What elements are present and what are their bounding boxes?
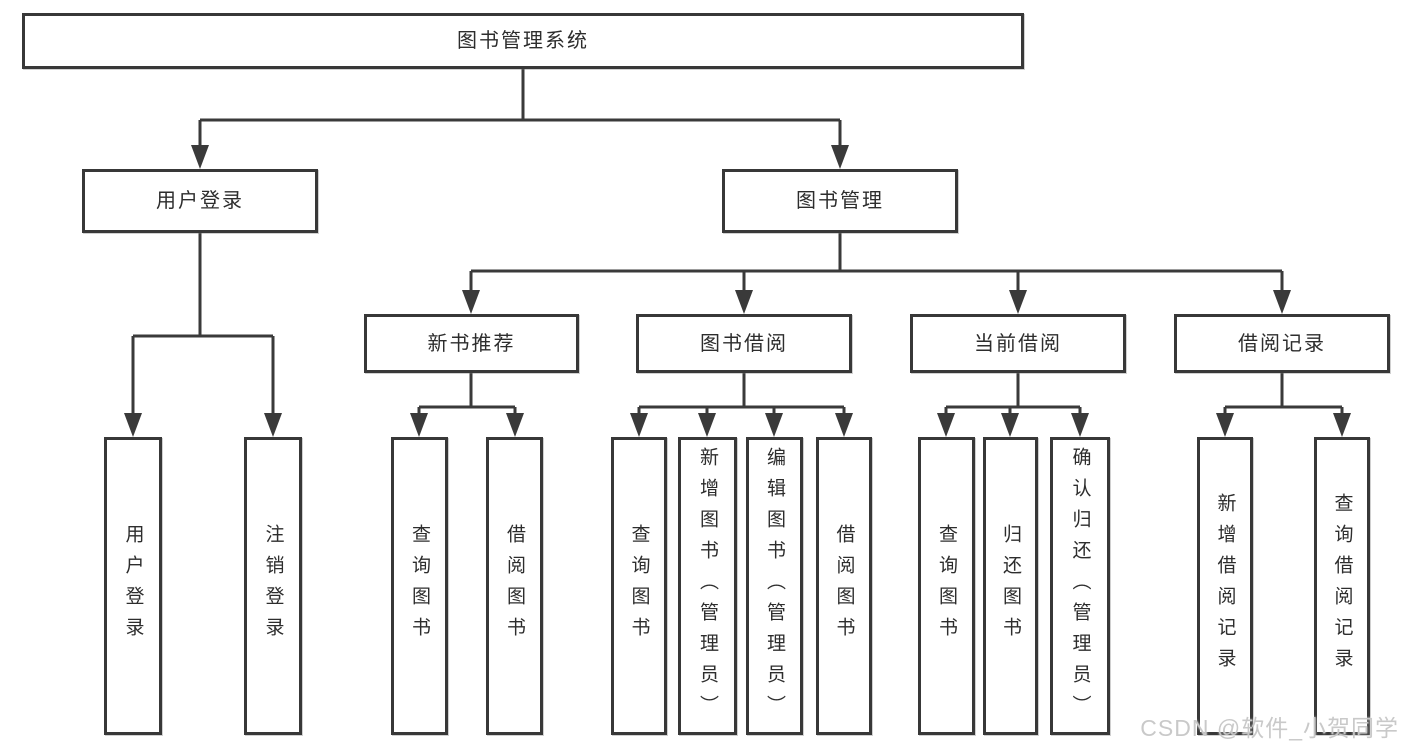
node-current-borrow-label: 当前借阅 (974, 332, 1062, 355)
leaf-borrow-books-1-label: 借阅图书 (504, 524, 525, 648)
leaf-confirm-return-admin: 确认归还（管理员） (1050, 437, 1110, 735)
node-borrow-records: 借阅记录 (1174, 314, 1390, 373)
node-book-mgmt: 图书管理 (722, 169, 958, 233)
leaf-borrow-books-2-label: 借阅图书 (833, 524, 855, 648)
leaf-edit-book-admin: 编辑图书（管理员） (746, 437, 803, 735)
connectors-current-borrow (937, 373, 1089, 437)
node-new-book-recommend: 新书推荐 (364, 314, 579, 373)
leaf-query-books-1: 查询图书 (391, 437, 448, 735)
leaf-edit-book-admin-label: 编辑图书（管理员） (764, 446, 785, 726)
leaf-logout-label: 注销登录 (262, 524, 284, 648)
leaf-user-login-label: 用户登录 (122, 524, 144, 648)
leaf-query-borrow-record: 查询借阅记录 (1314, 437, 1370, 735)
leaf-borrow-books-2: 借阅图书 (816, 437, 872, 735)
leaf-confirm-return-admin-label: 确认归还（管理员） (1069, 446, 1091, 726)
connectors-book-borrow (630, 373, 853, 437)
leaf-query-books-2-label: 查询图书 (628, 524, 650, 648)
node-root: 图书管理系统 (22, 13, 1024, 69)
leaf-add-borrow-record: 新增借阅记录 (1197, 437, 1253, 735)
connectors-user-login (124, 233, 282, 437)
leaf-return-book-label: 归还图书 (1000, 524, 1021, 648)
leaf-add-book-admin: 新增图书（管理员） (678, 437, 737, 735)
leaf-add-borrow-record-label: 新增借阅记录 (1214, 493, 1236, 679)
leaf-user-login: 用户登录 (104, 437, 162, 735)
leaf-query-borrow-record-label: 查询借阅记录 (1331, 493, 1353, 679)
node-borrow-records-label: 借阅记录 (1238, 332, 1326, 355)
leaf-borrow-books-1: 借阅图书 (486, 437, 543, 735)
node-new-book-recommend-label: 新书推荐 (427, 332, 516, 355)
leaf-query-books-3-label: 查询图书 (936, 524, 957, 648)
connectors-book-mgmt (462, 233, 1291, 314)
connectors-new-book (410, 373, 524, 437)
watermark: CSDN @软件_小贺同学 (1140, 715, 1399, 741)
leaf-add-book-admin-label: 新增图书（管理员） (697, 446, 718, 726)
leaf-query-books-1-label: 查询图书 (409, 524, 430, 648)
node-book-borrow: 图书借阅 (636, 314, 852, 373)
leaf-logout: 注销登录 (244, 437, 302, 735)
node-user-login-label: 用户登录 (156, 190, 244, 212)
leaf-query-books-2: 查询图书 (611, 437, 667, 735)
node-user-login: 用户登录 (82, 169, 318, 233)
node-book-borrow-label: 图书借阅 (700, 332, 788, 355)
leaf-query-books-3: 查询图书 (918, 437, 975, 735)
node-root-label: 图书管理系统 (457, 30, 589, 52)
node-book-mgmt-label: 图书管理 (796, 190, 884, 212)
connectors-borrow-records (1216, 373, 1351, 437)
leaf-return-book: 归还图书 (983, 437, 1038, 735)
node-current-borrow: 当前借阅 (910, 314, 1126, 373)
connectors-root (191, 69, 849, 169)
